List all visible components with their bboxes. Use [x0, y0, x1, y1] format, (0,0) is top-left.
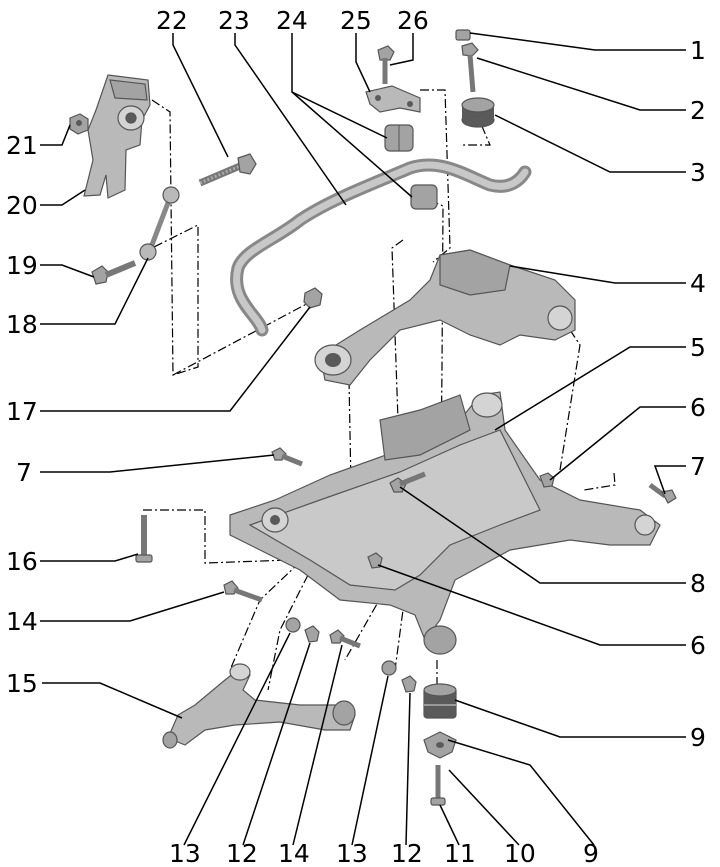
- bushing-bracket: [365, 85, 421, 113]
- label-24: 24: [276, 6, 308, 35]
- label-7-right: 7: [690, 452, 706, 481]
- bolt-26: [377, 45, 395, 84]
- bolt-19: [91, 260, 137, 285]
- label-22: 22: [156, 6, 188, 35]
- label-1: 1: [690, 36, 706, 65]
- stabilizer-bushing-upper: [384, 124, 414, 152]
- control-arm: [162, 663, 356, 749]
- label-13-right: 13: [336, 839, 368, 867]
- label-16: 16: [6, 547, 38, 576]
- cap-nut-1: [455, 29, 471, 41]
- washer-13-right: [381, 660, 397, 676]
- label-9-bottom: 9: [583, 839, 599, 867]
- hex-nut-12-right: [401, 675, 417, 693]
- label-9: 9: [690, 723, 706, 752]
- leader-lines: [40, 32, 686, 846]
- label-19: 19: [6, 251, 38, 280]
- label-5: 5: [690, 333, 706, 362]
- hex-nut-17: [303, 287, 323, 309]
- subframe: [229, 391, 661, 655]
- final-drive-housing: [314, 249, 576, 386]
- label-12-right: 12: [391, 839, 423, 867]
- label-4: 4: [690, 269, 706, 298]
- label-14-left: 14: [6, 607, 38, 636]
- label-20: 20: [6, 191, 38, 220]
- bolt-22: [198, 153, 257, 187]
- coupling-rod: [139, 186, 180, 261]
- label-14-bottom: 14: [278, 839, 310, 867]
- label-6-lower: 6: [690, 631, 706, 660]
- label-12-left: 12: [226, 839, 258, 867]
- label-7-left: 7: [16, 458, 32, 487]
- label-3: 3: [690, 158, 706, 187]
- label-6-upper: 6: [690, 393, 706, 422]
- label-23: 23: [218, 6, 250, 35]
- label-2: 2: [690, 96, 706, 125]
- label-25: 25: [340, 6, 372, 35]
- mount-plate: [423, 731, 457, 759]
- stabilizer-bushing-lower: [410, 184, 438, 210]
- hex-nut-6-upper: [539, 472, 555, 488]
- label-13-left: 13: [169, 839, 201, 867]
- bolt-14-left: [223, 580, 263, 603]
- label-11: 11: [444, 839, 476, 867]
- label-10: 10: [504, 839, 536, 867]
- bolt-14-right: [329, 629, 361, 649]
- stabilizer-bar: [230, 158, 532, 337]
- subframe-mount: [423, 683, 457, 719]
- steering-knuckle: [83, 74, 151, 199]
- damper-3: [461, 97, 495, 128]
- bolt-2: [461, 42, 479, 93]
- label-21: 21: [6, 131, 38, 160]
- label-15: 15: [6, 669, 38, 698]
- label-8: 8: [690, 569, 706, 598]
- bolt-16: [135, 515, 153, 563]
- label-26: 26: [397, 6, 429, 35]
- hex-nut-6-lower: [367, 552, 383, 569]
- hex-nut-21: [69, 113, 89, 135]
- bolt-11: [430, 765, 446, 806]
- callout-labels: 1 2 3 4 5 6 7 8 6 9 9 10 11 12 13 14 12 …: [6, 6, 706, 867]
- label-17: 17: [6, 397, 38, 426]
- hex-nut-12-left: [304, 625, 320, 643]
- bolt-7-left: [271, 447, 303, 467]
- label-18: 18: [6, 310, 38, 339]
- washer-13-left: [285, 617, 301, 633]
